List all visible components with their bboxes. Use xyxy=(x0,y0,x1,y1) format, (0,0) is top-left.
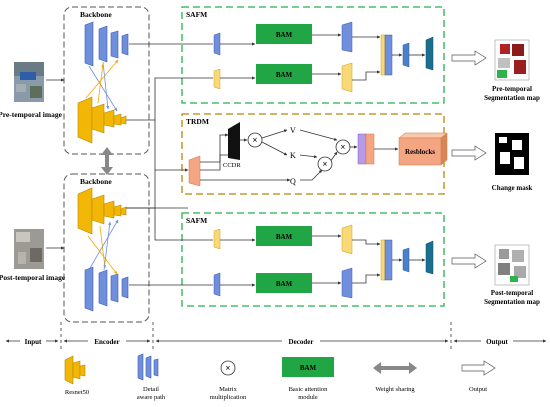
safm-top-feat1 xyxy=(213,32,221,56)
output-arrow-mid xyxy=(451,145,487,161)
pre-segmentation-map xyxy=(494,39,530,81)
matmul-2 xyxy=(317,156,333,172)
safm-bottom-feat4 xyxy=(341,267,353,299)
change-mask-image xyxy=(495,133,529,175)
pre-temporal-image xyxy=(14,62,44,102)
legend-bam-box xyxy=(282,357,334,377)
bam-top-lower xyxy=(256,64,312,84)
safm-bottom-box xyxy=(181,212,445,307)
stage-output-label: Output xyxy=(486,338,508,346)
pre-seg-label-2: Segmentation map xyxy=(484,94,540,102)
stage-decoder-bg xyxy=(282,336,320,346)
legend-matrix-label-1: Matrix xyxy=(219,386,237,393)
output-arrow-bottom xyxy=(451,253,487,269)
bam-bottom-lower-label: BAM xyxy=(276,280,293,288)
bam-top-lower-label: BAM xyxy=(276,71,293,79)
legend-weight-label: Weight sharing xyxy=(375,386,415,393)
legend-weight-icon xyxy=(373,362,417,374)
legend-bam-box-label: BAM xyxy=(300,364,317,372)
stage-encoder-bg xyxy=(88,336,126,346)
legend-output-label: Output xyxy=(469,386,487,393)
matmul-3-symbol: × xyxy=(340,142,345,152)
resnet-top xyxy=(77,96,127,144)
post-seg-label-2: Segmentation map xyxy=(484,298,540,306)
post-temporal-image xyxy=(14,229,44,269)
safm-top-feat2 xyxy=(341,21,353,53)
legend-resnet-label: Resnet50 xyxy=(65,389,89,396)
bam-bottom-lower xyxy=(256,273,312,293)
encoder-top-links-up xyxy=(85,59,119,104)
legend-detail-label-1: Detail xyxy=(143,386,159,393)
stage-input-bg xyxy=(20,336,46,346)
stage-input-label: Input xyxy=(25,338,42,346)
detail-path-top xyxy=(84,21,129,67)
trdm-branches xyxy=(200,129,358,182)
resblocks-box xyxy=(398,132,448,166)
safm-top-seg-head xyxy=(425,36,434,71)
safm-bottom-seg-head xyxy=(425,240,434,275)
post-seg-label-1: Post-temporal xyxy=(491,289,533,297)
safm-top-title: SAFM xyxy=(186,10,207,19)
legend-detail-icon xyxy=(137,353,159,381)
matmul-1-symbol: × xyxy=(252,135,257,145)
encoder-top-links xyxy=(88,61,118,112)
backbone-top-label: Backbone xyxy=(80,10,112,19)
bam-bottom-upper xyxy=(256,226,312,246)
post-segmentation-map xyxy=(494,244,530,286)
safm-top-concat xyxy=(380,34,393,76)
safm-bottom-feat2 xyxy=(341,224,353,255)
stage-bar xyxy=(5,322,547,350)
safm-top-merge-lines xyxy=(352,35,403,81)
k-label: K xyxy=(290,151,296,160)
bam-top-upper-label: BAM xyxy=(276,31,293,39)
ccdr-block xyxy=(228,122,240,160)
detail-path-bottom xyxy=(84,266,129,312)
ccdr-label: CCDR xyxy=(223,162,241,169)
encoder-bottom-links xyxy=(87,219,119,275)
safm-bottom-feat1 xyxy=(213,228,221,250)
trdm-concat xyxy=(357,133,375,165)
bam-bottom-upper-label: BAM xyxy=(276,233,293,241)
output-arrow-top xyxy=(451,50,487,66)
post-temporal-image-label: Post-temporal image xyxy=(0,273,66,282)
legend-bam-label-2: module xyxy=(298,394,318,401)
pre-temporal-image-label: Pre-temporal image xyxy=(0,110,63,119)
pre-seg-label-1: Pre-temporal xyxy=(492,85,532,93)
v-label: V xyxy=(290,126,296,135)
legend-matrix-label-2: multiplication xyxy=(210,394,247,401)
stage-output-bg xyxy=(481,336,513,346)
safm-bottom-feat3 xyxy=(213,272,221,297)
trdm-title: TRDM xyxy=(186,117,209,126)
matmul-2-symbol: × xyxy=(322,159,327,169)
change-mask-label: Change mask xyxy=(492,184,533,192)
safm-bottom-out xyxy=(402,247,410,273)
safm-top-feat3 xyxy=(213,68,221,90)
matmul-1 xyxy=(247,132,263,148)
resblocks-label: Resblocks xyxy=(405,148,435,156)
safm-top-feat4 xyxy=(341,62,353,93)
legend-matmul-icon xyxy=(220,360,236,376)
legend-resnet-icon xyxy=(64,355,86,385)
safm-bottom-title: SAFM xyxy=(186,216,207,225)
resnet-bottom xyxy=(77,187,127,235)
trdm-input-feat xyxy=(188,155,201,187)
encoder-to-safm-top-lines xyxy=(126,43,213,121)
legend-output-icon xyxy=(461,360,496,376)
encoder-to-safm-bottom-lines xyxy=(126,207,213,286)
stage-decoder-label: Decoder xyxy=(289,338,314,346)
safm-bottom-concat xyxy=(380,239,393,281)
backbone-bottom-label: Backbone xyxy=(80,177,112,186)
safm-bottom-merge-lines xyxy=(352,239,403,284)
legend-detail-label-2: aware path xyxy=(137,394,166,401)
legend-bam-label-1: Basic attention xyxy=(289,386,329,393)
q-label: Q xyxy=(290,177,296,186)
matmul-3 xyxy=(335,139,351,155)
legend-matmul-symbol: × xyxy=(225,363,230,373)
bam-top-upper xyxy=(256,24,312,44)
weight-sharing-arrow xyxy=(101,147,113,175)
stage-encoder-label: Encoder xyxy=(94,338,119,346)
safm-top-out xyxy=(402,42,410,68)
safm-top-box xyxy=(181,6,445,104)
